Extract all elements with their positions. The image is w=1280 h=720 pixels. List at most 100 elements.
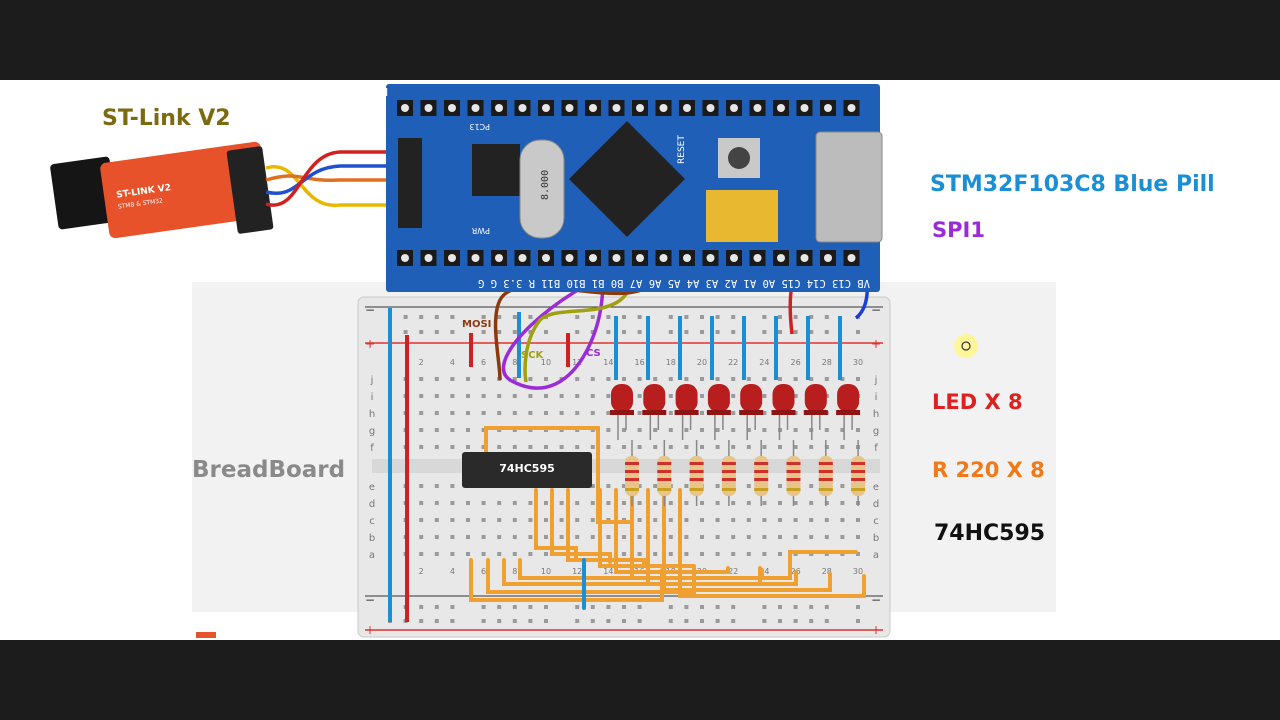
- breadboard-hole: [762, 518, 767, 522]
- rail-hole: [434, 605, 439, 609]
- rail-hole: [762, 330, 767, 334]
- column-number: 10: [541, 567, 551, 576]
- row-letter: j: [370, 375, 374, 386]
- breadboard-hole: [700, 445, 704, 449]
- rail-hole: [481, 315, 486, 319]
- breadboard-hole: [840, 518, 845, 522]
- breadboard-hole: [419, 377, 424, 381]
- breadboard-hole: [700, 394, 704, 398]
- rail-hole: [575, 330, 580, 334]
- rail-hole: [824, 619, 829, 623]
- resistor-band: [625, 470, 639, 473]
- rail-hole: [434, 619, 439, 623]
- pin-pad: [448, 104, 456, 112]
- rail-hole: [575, 619, 580, 623]
- pin-pad: [683, 104, 691, 112]
- rail-hole: [684, 315, 689, 319]
- rail-hole: [512, 330, 517, 334]
- breadboard-hole: [809, 377, 814, 381]
- breadboard-hole: [668, 501, 673, 505]
- board-pin-headers: [397, 100, 860, 266]
- breadboard-hole: [637, 377, 642, 381]
- pin-pad: [847, 104, 856, 112]
- rail-hole: [793, 605, 798, 609]
- row-letter: c: [369, 516, 375, 527]
- rail-hole: [419, 605, 424, 609]
- breadboard-hole: [793, 411, 798, 415]
- rail-hole: [684, 619, 689, 623]
- led-rim: [706, 410, 731, 415]
- rail-hole: [590, 315, 595, 319]
- breadboard-hole: [762, 445, 767, 449]
- breadboard-hole: [824, 501, 829, 505]
- rail-hole: [700, 619, 704, 623]
- resistor: [721, 456, 736, 496]
- rail-hole: [793, 619, 798, 623]
- led: [740, 384, 763, 412]
- breadboard-hole: [762, 394, 767, 398]
- breadboard-hole: [840, 484, 845, 488]
- resistor: [689, 456, 704, 496]
- breadboard-hole: [590, 484, 595, 488]
- rail-minus-sign: −: [365, 303, 375, 317]
- breadboard-hole: [793, 445, 798, 449]
- breadboard-hole: [606, 445, 611, 449]
- resistor: [657, 456, 672, 496]
- rail-jumpers: [469, 312, 842, 380]
- breadboard-hole: [856, 428, 860, 432]
- column-number: 20: [697, 358, 707, 367]
- breadboard-hole: [856, 552, 860, 556]
- rail-hole: [544, 330, 548, 334]
- breadboard-hole: [715, 518, 720, 522]
- breadboard-hole: [700, 501, 704, 505]
- rail-hole: [731, 619, 736, 623]
- row-letter: e: [873, 482, 879, 493]
- led-rim: [642, 410, 667, 415]
- breadboard-hole: [450, 445, 455, 449]
- pc13-label: PC13: [469, 122, 490, 131]
- breadboard-hole: [778, 484, 782, 488]
- breadboard-hole: [778, 501, 782, 505]
- breadboard-hole: [466, 377, 470, 381]
- resistor-band: [851, 488, 866, 491]
- rail-hole: [668, 330, 673, 334]
- wire-sck: [523, 261, 635, 383]
- breadboard-hole: [684, 484, 689, 488]
- breadboard-hole: [684, 445, 689, 449]
- breadboard-hole: [450, 535, 455, 539]
- led: [707, 384, 730, 412]
- breadboard-hole: [824, 535, 829, 539]
- pin-pad: [471, 104, 480, 112]
- rail-hole: [450, 605, 455, 609]
- column-number: 22: [728, 358, 738, 367]
- column-number: 28: [822, 567, 832, 576]
- breadboard-hole: [481, 411, 486, 415]
- st-link-body: [100, 141, 270, 239]
- breadboard-hole: [637, 411, 642, 415]
- rail-hole: [606, 605, 611, 609]
- rail-hole: [793, 330, 798, 334]
- rail-hole: [575, 605, 580, 609]
- breadboard-hole: [668, 535, 673, 539]
- breadboard-hole: [419, 484, 424, 488]
- rail-hole: [809, 619, 814, 623]
- rail-hole: [684, 330, 689, 334]
- breadboard-hole: [497, 552, 502, 556]
- breadboard-hole: [653, 535, 658, 539]
- led: [611, 384, 633, 412]
- rail-hole: [778, 330, 782, 334]
- breadboard-hole: [575, 535, 580, 539]
- resistor: [625, 456, 639, 496]
- breadboard-hole: [528, 411, 533, 415]
- breadboard-hole: [637, 518, 642, 522]
- breadboard-hole: [668, 394, 673, 398]
- rail-hole: [637, 315, 642, 319]
- resistor-band: [818, 478, 833, 481]
- rail-hole: [715, 619, 720, 623]
- crystal: [519, 139, 565, 239]
- breadboard-hole: [544, 394, 548, 398]
- breadboard-hole: [668, 411, 673, 415]
- breadboard-hole: [637, 501, 642, 505]
